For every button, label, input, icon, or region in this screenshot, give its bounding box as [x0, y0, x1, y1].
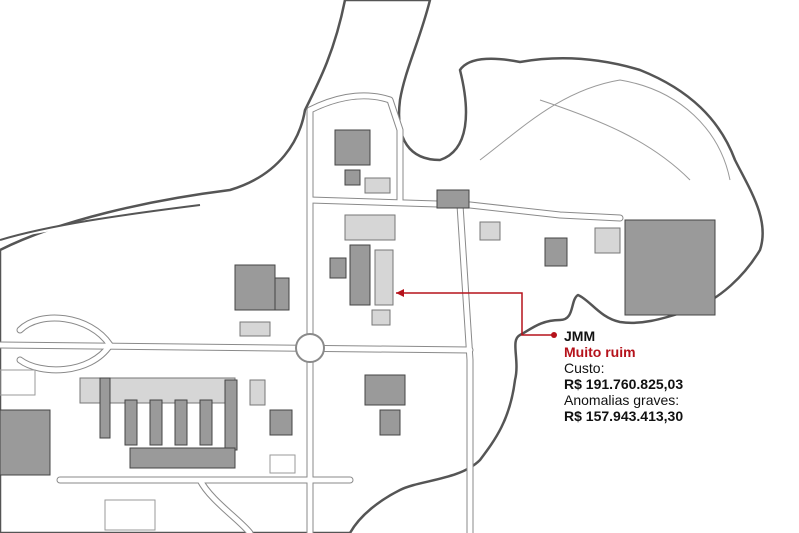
- cost-value: R$ 191.760.825,03: [564, 376, 684, 392]
- site-name: JMM: [564, 328, 596, 344]
- callout-label: JMM Muito ruim Custo: R$ 191.760.825,03 …: [564, 328, 683, 424]
- rating: Muito ruim: [564, 344, 636, 360]
- marker-dot-icon: [551, 332, 557, 338]
- anomalies-value: R$ 157.943.413,30: [564, 408, 684, 424]
- cost-label: Custo:: [564, 360, 605, 376]
- arrowhead-icon: [396, 289, 404, 297]
- anomalies-label: Anomalias graves:: [564, 392, 680, 408]
- roads: [0, 79, 731, 533]
- callout-leader: [396, 289, 557, 338]
- buildings: [0, 129, 716, 531]
- shoreline-left: [0, 204, 201, 241]
